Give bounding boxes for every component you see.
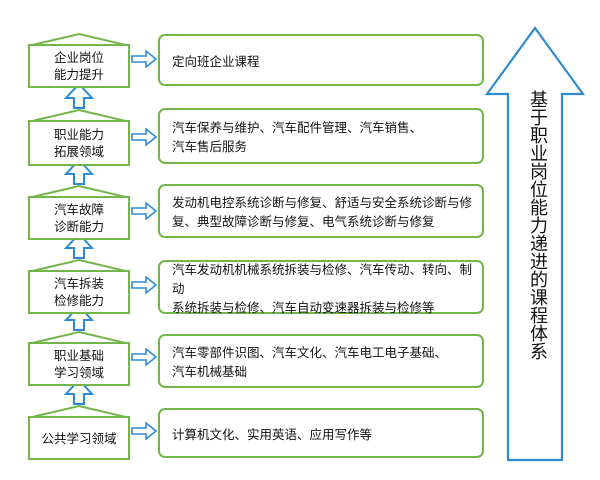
level-name: 职业基础 学习领域 (53, 348, 104, 380)
content-box-6: 计算机文化、实用英语、应用写作等 (158, 408, 484, 458)
right-arrow-icon (131, 127, 158, 147)
right-arrow-icon (131, 275, 158, 295)
up-arrow-icon (63, 378, 95, 405)
level-name: 汽车拆装 检修能力 (53, 276, 104, 308)
level-box-4: 汽车拆装 检修能力 (28, 270, 130, 314)
level-name: 公共学习领域 (41, 430, 117, 446)
level-box-1: 企业岗位 能力提升 (28, 44, 130, 88)
progression-arrow-icon (484, 26, 586, 462)
content-text: 计算机文化、实用英语、应用写作等 (172, 426, 373, 442)
content-box-3: 发动机电控系统诊断与修复、舒适与安全系统诊断与修 复、典型故障诊断与修复、电气系… (158, 184, 484, 238)
up-arrow-icon (63, 82, 95, 109)
level-box-roofs (27, 32, 131, 419)
right-arrow-icon (131, 421, 158, 441)
level-box-2: 职业能力 拓展领域 (28, 120, 130, 166)
content-text: 汽车零部件识图、汽车文化、汽车电工电子基础、 汽车机械基础 (172, 345, 448, 379)
right-arrow-icon (131, 347, 158, 367)
progression-title: 基于职业岗位能力递进的课程体系 (527, 90, 548, 360)
right-arrow-icon (131, 49, 158, 69)
content-text: 汽车保养与维护、汽车配件管理、汽车销售、 汽车售后服务 (172, 120, 423, 154)
level-name: 汽车故障 诊断能力 (53, 202, 104, 234)
content-text: 定向班企业课程 (172, 53, 260, 69)
level-name: 职业能力 拓展领域 (53, 127, 104, 159)
content-text: 汽车发动机机械系统拆装与检修、汽车传动、转向、制动 系统拆装与检修、汽车自动变速… (172, 261, 473, 315)
content-box-4: 汽车发动机机械系统拆装与检修、汽车传动、转向、制动 系统拆装与检修、汽车自动变速… (158, 260, 484, 315)
level-box-5: 职业基础 学习领域 (28, 342, 130, 386)
right-arrow-icon (131, 201, 158, 221)
level-box-6: 公共学习领域 (28, 416, 130, 460)
content-box-1: 定向班企业课程 (158, 34, 484, 86)
level-name: 企业岗位 能力提升 (53, 50, 104, 82)
content-box-5: 汽车零部件识图、汽车文化、汽车电工电子基础、 汽车机械基础 (158, 334, 484, 388)
up-arrow-icon (63, 232, 95, 259)
content-text: 发动机电控系统诊断与修复、舒适与安全系统诊断与修 复、典型故障诊断与修复、电气系… (172, 195, 473, 229)
right-arrows (131, 49, 158, 441)
content-box-2: 汽车保养与维护、汽车配件管理、汽车销售、 汽车售后服务 (158, 108, 484, 164)
level-box-3: 汽车故障 诊断能力 (28, 196, 130, 240)
up-arrows (63, 82, 95, 405)
up-arrow-icon (63, 158, 95, 185)
